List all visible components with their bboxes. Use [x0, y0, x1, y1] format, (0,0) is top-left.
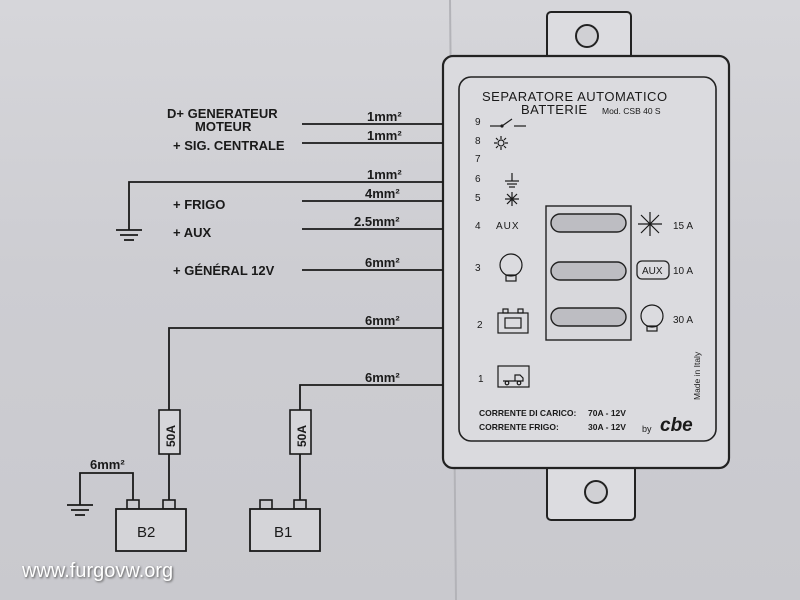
ground-symbol-1	[116, 229, 142, 241]
label-general: + GÉNÉRAL 12V	[173, 263, 275, 278]
current-2-label: CORRENTE FRIGO:	[479, 422, 559, 432]
aux-badge	[636, 260, 670, 280]
mounting-hole-bottom	[584, 480, 608, 504]
panel-title-1: SEPARATORE AUTOMATICO	[482, 89, 668, 104]
ground-symbol-2	[67, 504, 93, 516]
pin-2: 2	[477, 320, 483, 331]
label-aux: + AUX	[173, 225, 211, 240]
ground-icon-panel	[505, 173, 519, 188]
gauge-pin4: 2.5mm²	[354, 214, 400, 229]
pin-8: 8	[475, 136, 481, 147]
current-1-label: CORRENTE DI CARICO:	[479, 408, 576, 418]
switch-icon	[490, 118, 526, 128]
snowflake-icon-fuse	[638, 212, 662, 236]
mounting-hole-top	[575, 24, 599, 48]
aux-badge-text: AUX	[642, 266, 663, 277]
wire-pin6-ground	[128, 181, 443, 230]
fuse-rating-2: 10 A	[673, 266, 693, 277]
label-generateur: D+ GENERATEUR	[167, 106, 278, 121]
separator-unit: SEPARATORE AUTOMATICO BATTERIE Mod. CSB …	[441, 11, 731, 521]
gauge-pin8: 1mm²	[367, 128, 402, 143]
battery-icon	[497, 308, 529, 334]
gauge-pin1: 6mm²	[365, 370, 400, 385]
battery-b2-label: B2	[137, 524, 155, 541]
by-label: by	[642, 424, 652, 434]
pin-6: 6	[475, 174, 481, 185]
battery-b2: B2	[115, 499, 187, 552]
battery-b1-label: B1	[274, 524, 292, 541]
snowflake-icon-small	[505, 192, 519, 206]
van-icon	[497, 365, 530, 388]
fuse-b1: 50A	[289, 409, 312, 455]
pin-3: 3	[475, 263, 481, 274]
wire-pin1-b1	[299, 384, 443, 500]
fuse-rating-3: 30 A	[673, 315, 693, 326]
battery-b1: B1	[249, 499, 321, 552]
fuse-rating-1: 15 A	[673, 221, 693, 232]
panel-model: Mod. CSB 40 S	[602, 106, 661, 116]
fuse-b2: 50A	[158, 409, 181, 455]
pin-4: 4	[475, 221, 481, 232]
brand-logo: cbe	[660, 415, 693, 436]
pin-9: 9	[475, 117, 481, 128]
label-sig-centrale: + SIG. CENTRALE	[173, 138, 285, 153]
wire-labels: 1mm² 1mm² 1mm² 4mm² 2.5mm² 6mm² 6mm² 6mm…	[90, 109, 402, 472]
gauge-pin6: 1mm²	[367, 167, 402, 182]
watermark: www.furgovw.org	[22, 560, 174, 582]
gauge-pin3: 6mm²	[365, 255, 400, 270]
bulb-icon	[499, 253, 523, 282]
current-1-value: 70A - 12V	[588, 408, 626, 418]
fuse-slot-3	[550, 307, 627, 327]
bulb-icon-fuse	[640, 304, 664, 332]
pin-1: 1	[478, 374, 484, 385]
label-moteur: MOTEUR	[195, 119, 252, 134]
terminal-labels: D+ GENERATEUR MOTEUR + SIG. CENTRALE + F…	[167, 106, 285, 278]
fuse-slot-2	[550, 261, 627, 281]
panel-title-2: BATTERIE	[521, 102, 588, 117]
fuse-b1-label: 50A	[295, 425, 309, 447]
current-2-value: 30A - 12V	[588, 422, 626, 432]
light-icon	[494, 136, 508, 150]
fuse-b2-label: 50A	[164, 425, 178, 447]
wire-b2-ground	[79, 472, 134, 505]
gauge-pin9: 1mm²	[367, 109, 402, 124]
gauge-pin2: 6mm²	[365, 313, 400, 328]
panel-aux-text: AUX	[496, 221, 520, 232]
pin-5: 5	[475, 193, 481, 204]
label-frigo: + FRIGO	[173, 197, 225, 212]
made-in-label: Made in Italy	[692, 351, 702, 400]
gauge-pin5: 4mm²	[365, 186, 400, 201]
gauge-ground: 6mm²	[90, 457, 125, 472]
pin-7: 7	[475, 154, 481, 165]
fuse-slot-1	[550, 213, 627, 233]
